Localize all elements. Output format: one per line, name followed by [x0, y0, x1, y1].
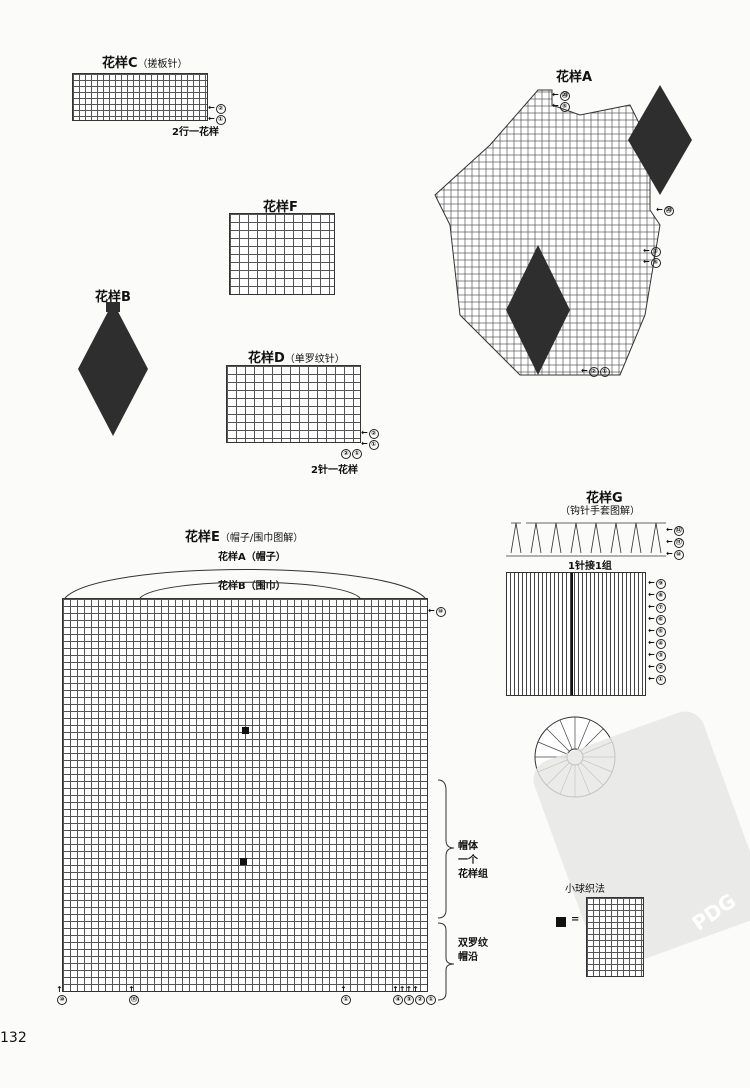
- pattern-e-title: 花样E（帽子/围巾图解）: [185, 526, 303, 545]
- pattern-g-fan-chart: [506, 522, 666, 557]
- pattern-e-side-brim: 双罗纹 帽沿: [458, 938, 488, 963]
- ball-stitch-grid: [586, 897, 644, 977]
- pattern-g-title: 花样G: [586, 491, 623, 506]
- pattern-a-row-markers-mid: ←⑳: [656, 205, 674, 216]
- pattern-e-name: 花样E: [185, 530, 220, 545]
- pattern-e-grid: [62, 598, 428, 992]
- pattern-g-row-markers: ←⑨←⑧←⑦←⑥←⑤←④←③←②←①: [648, 577, 666, 685]
- pattern-g-column-chart: [506, 572, 646, 696]
- pattern-a-diamond-top: [628, 85, 692, 195]
- pattern-a-row-markers-top: ←⑳←⑤: [552, 90, 570, 112]
- pattern-c-grid: [72, 73, 208, 121]
- pattern-b-chart: [78, 302, 148, 436]
- pattern-a-diamond-bottom: [506, 245, 570, 375]
- pattern-c-name: 花样C: [102, 56, 138, 71]
- pattern-e-subtitle: （帽子/围巾图解）: [219, 533, 304, 544]
- pattern-a-row-markers-low: ←①←⑤: [643, 246, 661, 268]
- page-number: 132: [0, 1030, 27, 1046]
- pattern-e-bottom-col-1: ↑⑩: [56, 985, 67, 1005]
- pattern-g-join-note: 1针接1组: [568, 561, 612, 572]
- pattern-d-grid: [226, 365, 361, 443]
- bobble-mark-2: [240, 858, 247, 865]
- ball-stitch-equals: =: [571, 914, 580, 925]
- pattern-g-fan-row-markers: ←⑫←⑪←⑩: [666, 525, 684, 560]
- pattern-g-subtitle: （钩针手套图解）: [560, 506, 640, 517]
- pattern-e-label-a: 花样A（帽子）: [218, 552, 286, 563]
- pattern-a-chart: [434, 85, 692, 376]
- bobble-mark-1: [242, 727, 249, 734]
- pattern-e-bottom-col-3: ↑①: [340, 985, 351, 1005]
- pattern-c-subtitle: （搓板针）: [137, 59, 188, 70]
- pattern-e-side-braces: [437, 779, 455, 1001]
- pattern-e-brackets: [64, 569, 426, 599]
- pattern-c-note: 2行一花样: [172, 127, 219, 138]
- pattern-a-title: 花样A: [556, 70, 593, 85]
- pattern-d-title: 花样D（单罗纹针）: [248, 347, 345, 366]
- ball-stitch-label: 小球织法: [565, 884, 605, 895]
- pattern-d-row-markers: ←②←①: [361, 428, 379, 450]
- pattern-e-side-body: 帽体 一个 花样组: [458, 841, 488, 880]
- pattern-e-label-b: 花样B（围巾）: [218, 581, 286, 592]
- pattern-c-title: 花样C（搓板针）: [102, 52, 188, 71]
- pattern-e-top-row-marker: ←⑩: [428, 606, 446, 617]
- pattern-e-bottom-col-2: ↑⑪: [128, 985, 139, 1005]
- pattern-d-note: 2针一花样: [311, 465, 358, 476]
- ball-stitch-symbol: [556, 917, 566, 927]
- pattern-d-subtitle: （单罗纹针）: [284, 354, 345, 365]
- pattern-b-title: 花样B: [95, 290, 131, 305]
- pattern-f-title: 花样F: [263, 200, 298, 215]
- pattern-f-grid: [229, 213, 335, 295]
- pattern-d-name: 花样D: [248, 351, 285, 366]
- pattern-c-row-markers: ←②←①: [208, 103, 226, 125]
